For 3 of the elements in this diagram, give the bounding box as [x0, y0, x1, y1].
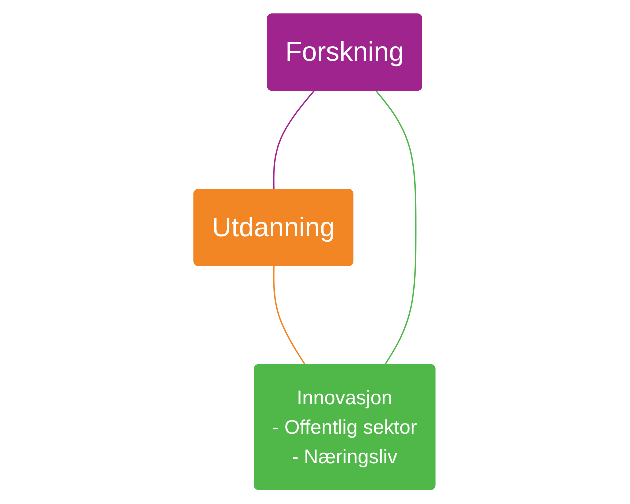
connector	[274, 90, 316, 190]
connector	[274, 266, 306, 366]
connector	[376, 90, 418, 366]
